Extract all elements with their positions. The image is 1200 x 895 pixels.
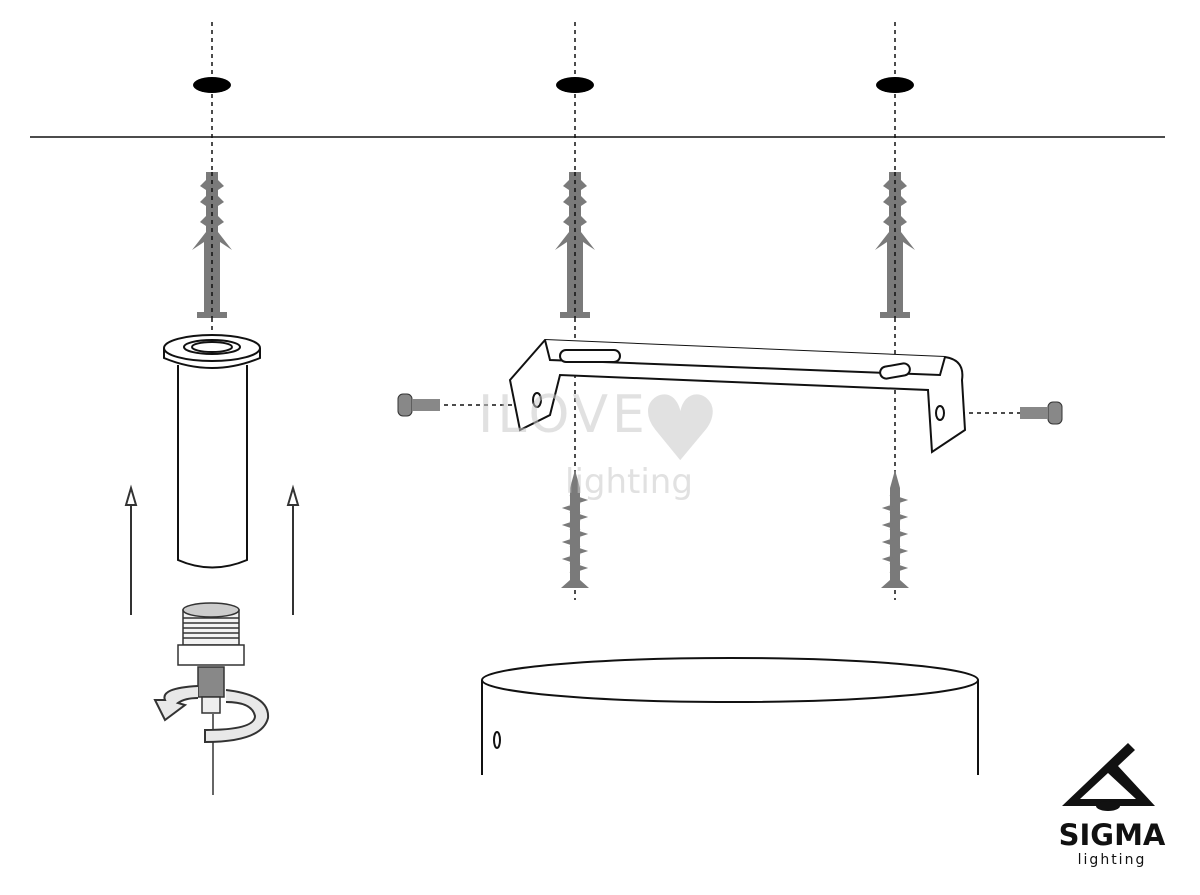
logo-name: SIGMA [1058,818,1166,852]
watermark-line1: ILOVE [478,385,649,445]
logo-sub: lighting [1077,852,1147,868]
cable-gland-icon [177,602,245,795]
watermark-heart-icon: ♥ [640,377,721,482]
watermark-line2: lighting [565,462,693,502]
mounting-bracket-icon [508,338,967,454]
up-arrow-icon [124,484,300,615]
drill-holes [193,77,914,93]
sigma-logo-icon [1062,743,1155,811]
bolt-icon [397,393,1063,425]
lamp-body-icon [481,657,979,775]
canopy-tube-icon [163,334,261,569]
rotate-arrow-icon [153,685,270,744]
screw-icon [880,469,910,589]
